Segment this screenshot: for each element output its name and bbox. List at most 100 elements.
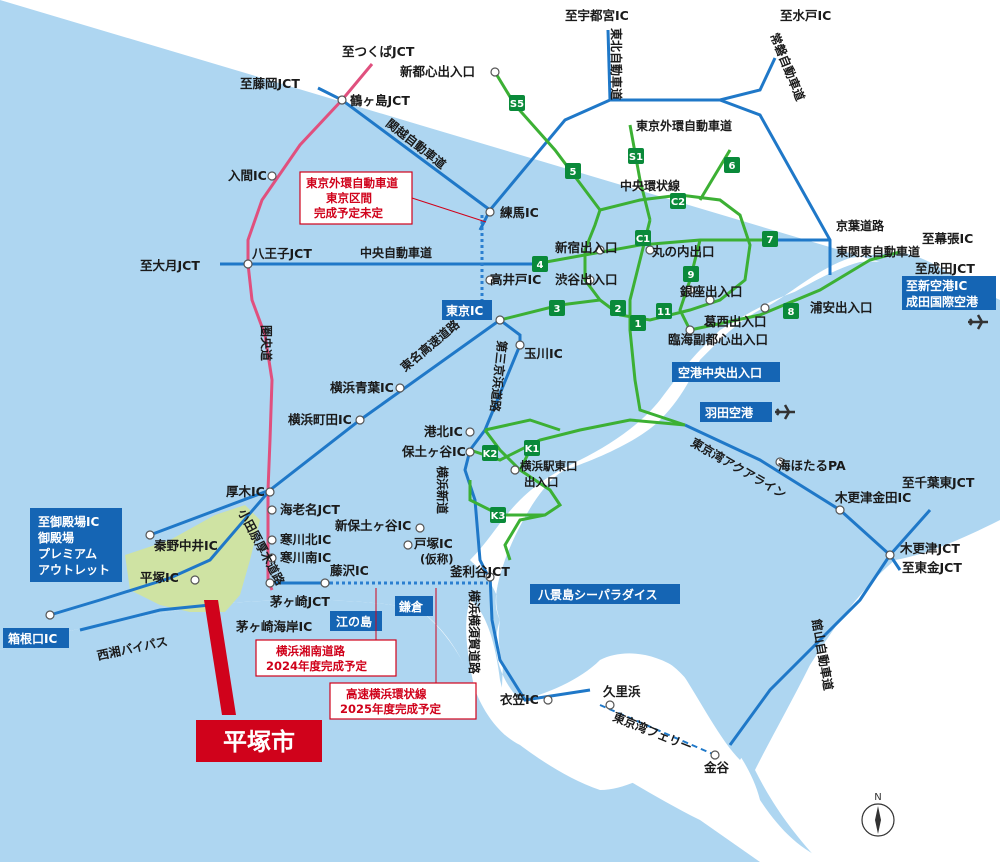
- svg-text:京葉道路: 京葉道路: [836, 218, 885, 233]
- svg-text:葛西出入口: 葛西出入口: [703, 314, 767, 329]
- svg-text:羽田空港: 羽田空港: [705, 405, 754, 420]
- svg-text:鶴ヶ島JCT: 鶴ヶ島JCT: [350, 93, 410, 108]
- svg-text:3: 3: [554, 304, 561, 315]
- svg-text:出入口: 出入口: [524, 475, 559, 489]
- note-kanjo: 高速横浜環状線 2025年度完成予定: [329, 588, 477, 720]
- svg-text:練馬IC: 練馬IC: [500, 205, 539, 220]
- hiratsuka-area: [125, 505, 260, 612]
- destination-labels: 至つくばJCT 至藤岡JCT 至宇都宮IC 至水戸IC 至大月JCT 至幕張IC…: [140, 8, 975, 575]
- shield-8: 8: [783, 303, 799, 319]
- svg-text:至御殿場IC: 至御殿場IC: [38, 514, 99, 529]
- route-shields: S5 5 S1 6 C2 C1 4 7 9 3 2 11 1 8 K1 K2 K…: [482, 95, 799, 523]
- svg-text:至千葉東JCT: 至千葉東JCT: [902, 475, 975, 490]
- shield-K2: K2: [482, 445, 498, 461]
- svg-text:至大月JCT: 至大月JCT: [140, 258, 200, 273]
- shutoko-network: [468, 71, 901, 561]
- svg-text:東京外環自動車道: 東京外環自動車道: [636, 118, 732, 133]
- svg-text:至水戸IC: 至水戸IC: [780, 8, 831, 23]
- svg-text:藤沢IC: 藤沢IC: [329, 563, 369, 578]
- shield-S5: S5: [509, 95, 525, 111]
- svg-text:成田国際空港: 成田国際空港: [906, 294, 979, 309]
- svg-text:K3: K3: [491, 511, 506, 522]
- svg-text:金谷: 金谷: [703, 760, 730, 775]
- svg-text:東京外環自動車道: 東京外環自動車道: [306, 176, 398, 190]
- svg-text:圏央道: 圏央道: [259, 325, 274, 361]
- south-coast-sea: [0, 599, 760, 862]
- svg-text:横浜町田IC: 横浜町田IC: [288, 412, 352, 427]
- shield-3: 3: [549, 300, 565, 316]
- box-tokyo-ic: 東京IC: [442, 300, 492, 320]
- ferry-route: [599, 704, 716, 756]
- node-labels: 鶴ヶ島JCT 入間IC 八王子JCT 練馬IC 高井戸IC 玉川IC 横浜青葉I…: [140, 64, 960, 775]
- box-enoshima: 江の島: [330, 611, 382, 631]
- shield-1: 1: [630, 315, 646, 331]
- info-boxes: 至御殿場IC 御殿場 プレミアム アウトレット 箱根口IC 東京IC 空港中央出…: [3, 276, 996, 648]
- svg-text:八景島シーパラダイス: 八景島シーパラダイス: [537, 587, 658, 602]
- box-hakone: 箱根口IC: [3, 628, 69, 648]
- svg-text:至幕張IC: 至幕張IC: [922, 231, 973, 246]
- svg-text:戸塚IC: 戸塚IC: [414, 536, 453, 551]
- svg-text:7: 7: [767, 235, 774, 246]
- svg-text:平塚市: 平塚市: [223, 728, 295, 756]
- svg-text:6: 6: [729, 161, 736, 172]
- box-narita-airport: 至新空港IC 成田国際空港: [902, 276, 996, 310]
- planned-routes: [330, 215, 488, 585]
- svg-text:茅ヶ崎JCT: 茅ヶ崎JCT: [270, 594, 330, 609]
- svg-text:9: 9: [688, 270, 695, 281]
- svg-text:中央環状線: 中央環状線: [620, 178, 680, 193]
- svg-text:(仮称): (仮称): [420, 552, 454, 566]
- svg-text:横浜横須賀道路: 横浜横須賀道路: [467, 590, 482, 675]
- svg-text:平塚IC: 平塚IC: [140, 570, 179, 585]
- svg-text:渋谷出入口: 渋谷出入口: [555, 272, 618, 287]
- svg-text:銀座出入口: 銀座出入口: [679, 284, 743, 299]
- shield-7: 7: [762, 231, 778, 247]
- svg-text:至成田JCT: 至成田JCT: [915, 261, 975, 276]
- svg-text:東関東自動車道: 東関東自動車道: [836, 244, 920, 259]
- box-gotemba: 至御殿場IC 御殿場 プレミアム アウトレット: [30, 508, 122, 582]
- svg-text:1: 1: [635, 319, 642, 330]
- svg-text:浦安出入口: 浦安出入口: [810, 300, 873, 315]
- svg-text:横浜青葉IC: 横浜青葉IC: [330, 380, 394, 395]
- svg-text:釜利谷JCT: 釜利谷JCT: [449, 564, 510, 579]
- note-shonan: 横浜湘南道路 2024年度完成予定: [255, 588, 397, 677]
- shield-K3: K3: [490, 507, 506, 523]
- svg-text:新都心出入口: 新都心出入口: [400, 64, 475, 79]
- boso-land: [755, 520, 1000, 862]
- shield-K1: K1: [524, 440, 540, 456]
- planned-notes: 東京外環自動車道 東京区間 完成予定未定 横浜湘南道路 2024年度完成予定 高…: [255, 171, 487, 720]
- svg-text:2025年度完成予定: 2025年度完成予定: [340, 702, 442, 716]
- miura-land: [466, 600, 660, 790]
- svg-text:空港中央出入口: 空港中央出入口: [678, 365, 762, 380]
- svg-text:完成予定未定: 完成予定未定: [314, 206, 383, 220]
- svg-text:K1: K1: [525, 444, 540, 455]
- svg-text:茅ヶ崎海岸IC: 茅ヶ崎海岸IC: [236, 619, 312, 634]
- svg-text:横浜湘南道路: 横浜湘南道路: [276, 644, 345, 658]
- svg-text:保土ヶ谷IC: 保土ヶ谷IC: [401, 444, 466, 459]
- shield-11: 11: [656, 303, 672, 319]
- shield-9: 9: [683, 266, 699, 282]
- svg-text:至宇都宮IC: 至宇都宮IC: [565, 8, 629, 23]
- svg-text:衣笠IC: 衣笠IC: [500, 692, 539, 707]
- svg-text:2024年度完成予定: 2024年度完成予定: [266, 659, 368, 673]
- box-haneda: 羽田空港: [700, 402, 772, 422]
- svg-text:秦野中井IC: 秦野中井IC: [153, 538, 218, 553]
- svg-text:至藤岡JCT: 至藤岡JCT: [240, 76, 300, 91]
- svg-text:御殿場: 御殿場: [37, 530, 74, 545]
- svg-text:高速横浜環状線: 高速横浜環状線: [346, 687, 427, 701]
- shield-S1: S1: [628, 148, 644, 164]
- city-label-hiratsuka: 平塚市: [196, 720, 322, 762]
- svg-text:アウトレット: アウトレット: [38, 563, 110, 577]
- svg-text:C1: C1: [636, 234, 650, 245]
- interchange-dots: [45, 67, 895, 760]
- svg-text:海ほたるPA: 海ほたるPA: [778, 458, 846, 473]
- svg-text:海老名JCT: 海老名JCT: [280, 502, 340, 517]
- svg-text:横浜新道: 横浜新道: [435, 466, 450, 514]
- svg-text:至東金JCT: 至東金JCT: [902, 560, 962, 575]
- svg-text:鎌倉: 鎌倉: [398, 599, 424, 614]
- svg-text:寒川南IC: 寒川南IC: [279, 550, 331, 565]
- svg-text:港北IC: 港北IC: [424, 424, 463, 439]
- airplane-icon: [968, 314, 988, 330]
- svg-text:C2: C2: [671, 197, 685, 208]
- svg-text:8: 8: [788, 307, 795, 318]
